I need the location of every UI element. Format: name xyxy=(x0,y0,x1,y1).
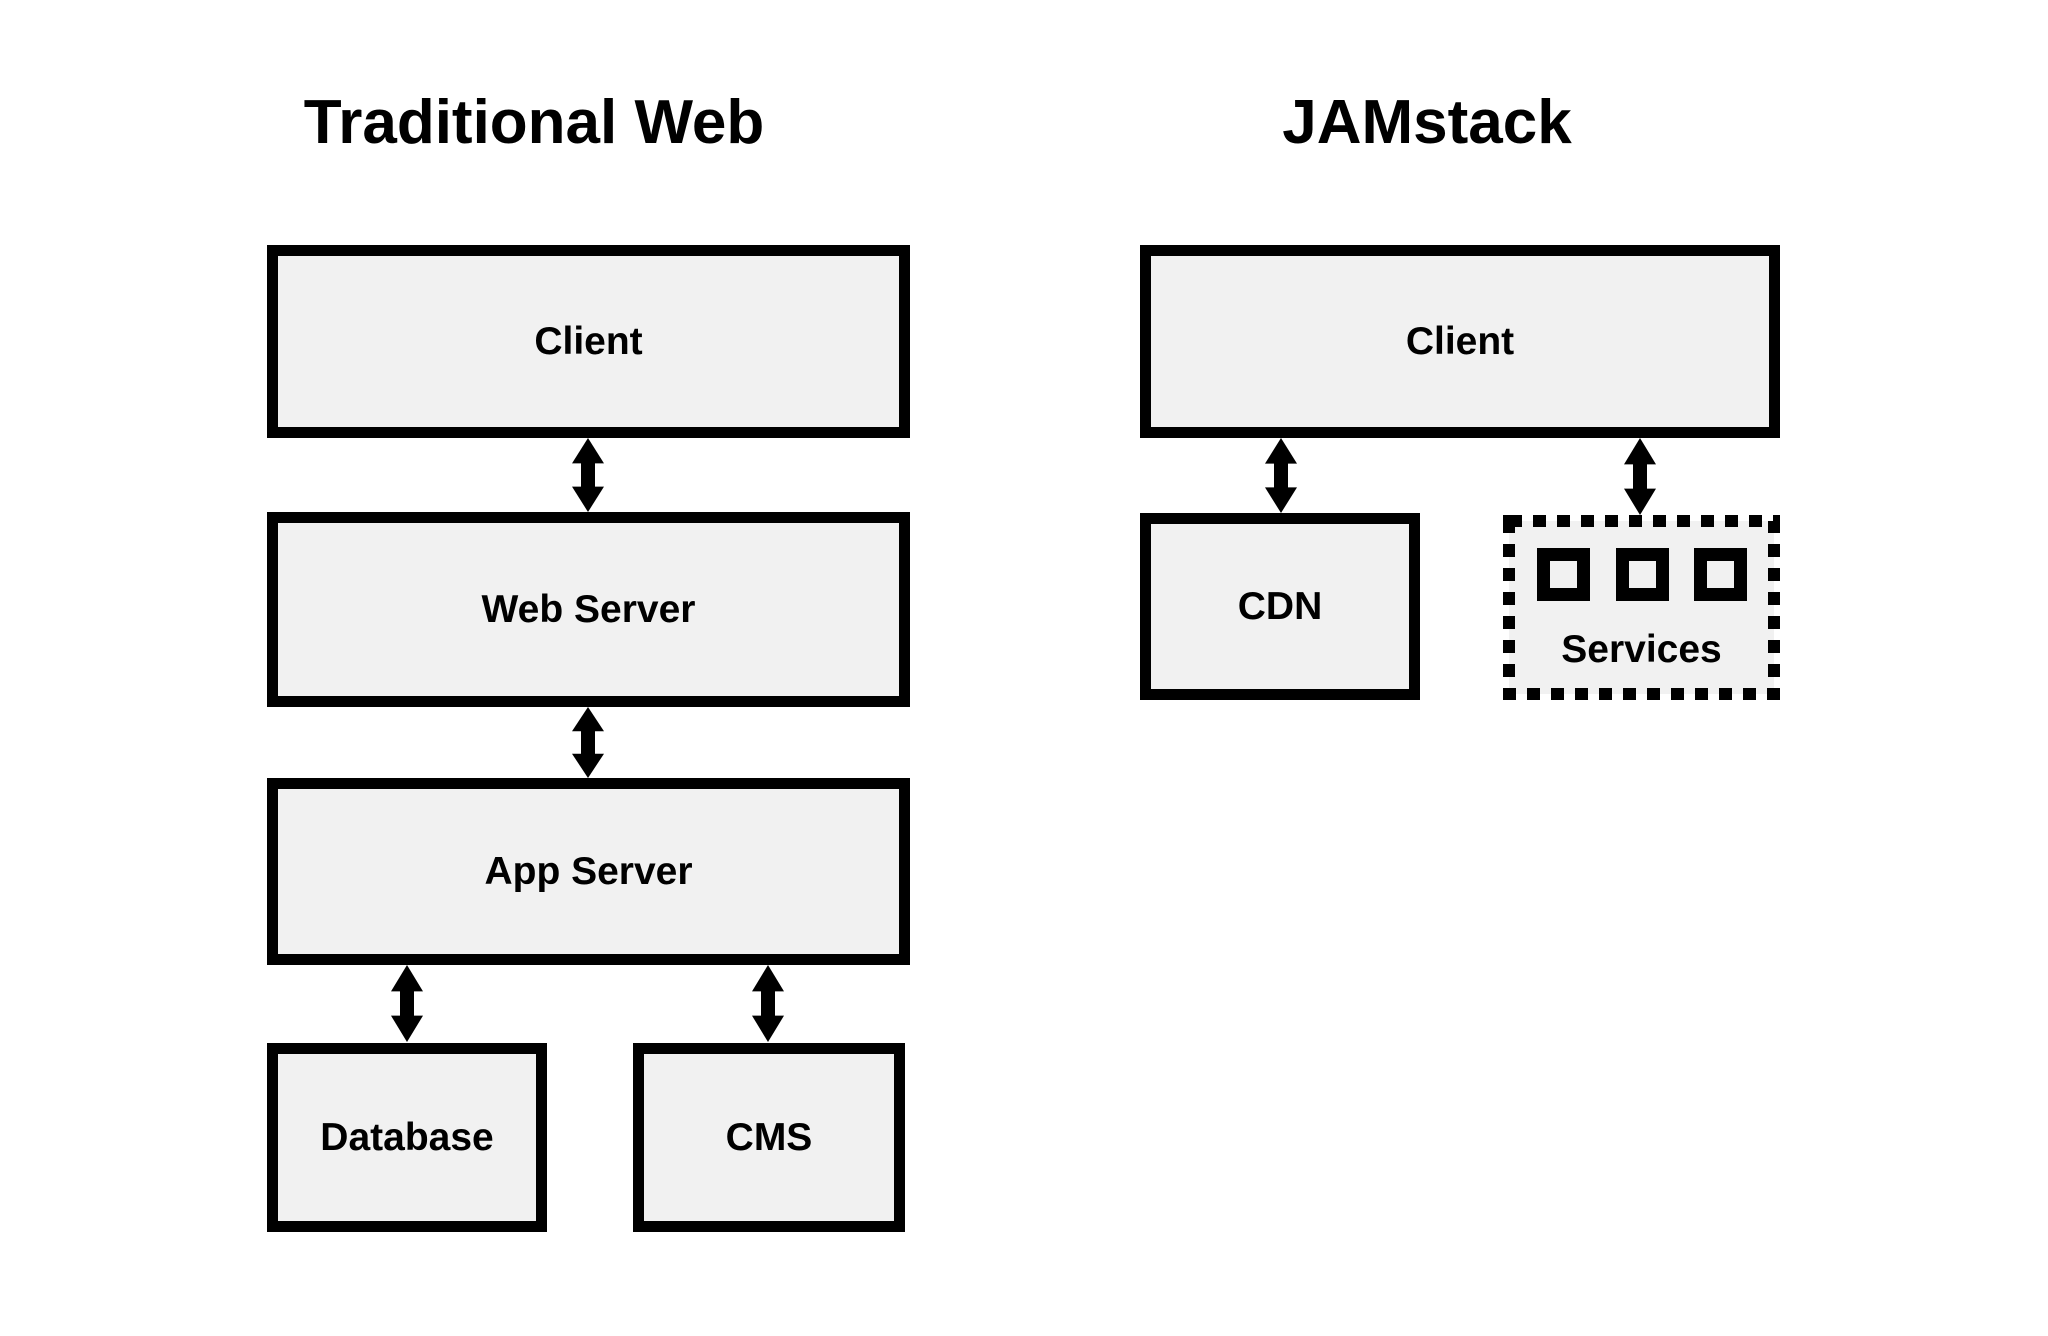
box-database-label: Database xyxy=(320,1115,494,1159)
dashed-border-icon xyxy=(1503,515,1780,700)
box-app-server: App Server xyxy=(267,778,910,965)
jamstack-title: JAMstack xyxy=(1282,88,1572,157)
box-jamstack-client-label: Client xyxy=(1405,319,1515,363)
box-jamstack-client: Client xyxy=(1140,245,1780,438)
double-arrow-client-webserver-icon xyxy=(572,438,604,512)
box-web-server: Web Server xyxy=(267,512,910,707)
box-app-server-label: App Server xyxy=(484,849,693,893)
double-arrow-client-services-icon xyxy=(1624,438,1656,515)
box-cdn-label: CDN xyxy=(1237,584,1323,628)
double-arrow-appserver-cms-icon xyxy=(752,965,784,1042)
service-block-icon xyxy=(1616,548,1669,601)
double-arrow-webserver-appserver-icon xyxy=(572,707,604,778)
box-database: Database xyxy=(267,1043,547,1232)
service-block-icon xyxy=(1694,548,1747,601)
double-arrow-client-cdn-icon xyxy=(1265,438,1297,513)
box-cms: CMS xyxy=(633,1043,905,1232)
box-services-label: Services xyxy=(1561,628,1722,671)
service-block-icon xyxy=(1537,548,1590,601)
box-services: Services xyxy=(1503,515,1780,700)
box-web-server-label: Web Server xyxy=(481,587,696,631)
box-cdn: CDN xyxy=(1140,513,1420,700)
box-traditional-client: Client xyxy=(267,245,910,438)
traditional-web-title: Traditional Web xyxy=(303,88,765,157)
box-traditional-client-label: Client xyxy=(534,319,643,363)
box-cms-label: CMS xyxy=(725,1115,813,1159)
double-arrow-appserver-database-icon xyxy=(391,965,423,1042)
